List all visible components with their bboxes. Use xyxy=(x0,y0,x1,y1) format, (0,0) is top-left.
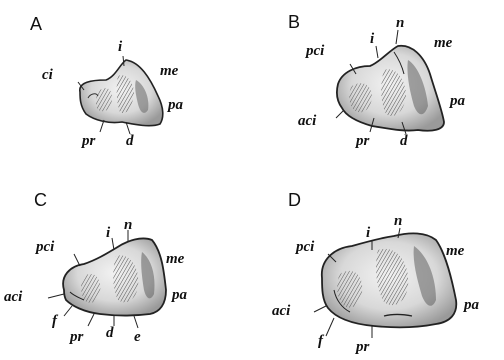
label-pci: pci xyxy=(306,44,324,59)
label-f: f xyxy=(52,314,57,329)
label-ci: ci xyxy=(42,68,53,83)
label-n: n xyxy=(394,214,402,229)
label-me: me xyxy=(446,244,464,259)
label-me: me xyxy=(166,252,184,267)
label-pa: pa xyxy=(450,94,465,109)
label-e: e xyxy=(134,330,141,345)
label-i: i xyxy=(366,226,370,241)
label-aci: aci xyxy=(298,114,316,129)
label-n: n xyxy=(396,16,404,31)
label-i: i xyxy=(118,40,122,55)
label-pa: pa xyxy=(464,298,479,313)
label-pci: pci xyxy=(36,240,54,255)
panel-letter-c: C xyxy=(34,190,48,211)
label-i: i xyxy=(106,226,110,241)
label-d: d xyxy=(106,326,114,341)
label-d: d xyxy=(400,134,408,149)
label-aci: aci xyxy=(4,290,22,305)
panel-letter-d: D xyxy=(288,190,302,211)
label-pa: pa xyxy=(172,288,187,303)
label-aci: aci xyxy=(272,304,290,319)
tooth-a-drawing xyxy=(78,56,163,134)
label-pr: pr xyxy=(356,134,369,149)
label-d: d xyxy=(126,134,134,149)
label-me: me xyxy=(434,36,452,51)
label-f: f xyxy=(318,334,323,349)
tooth-d-drawing xyxy=(314,228,456,338)
label-pci: pci xyxy=(296,240,314,255)
label-me: me xyxy=(160,64,178,79)
label-n: n xyxy=(124,218,132,233)
label-pr: pr xyxy=(82,134,95,149)
label-i: i xyxy=(370,32,374,47)
label-pr: pr xyxy=(356,340,369,355)
tooth-b-drawing xyxy=(336,30,444,134)
panel-letter-a: A xyxy=(30,14,43,35)
tooth-c-drawing xyxy=(48,230,166,328)
label-pr: pr xyxy=(70,330,83,345)
panel-letter-b: B xyxy=(288,12,301,33)
label-pa: pa xyxy=(168,98,183,113)
